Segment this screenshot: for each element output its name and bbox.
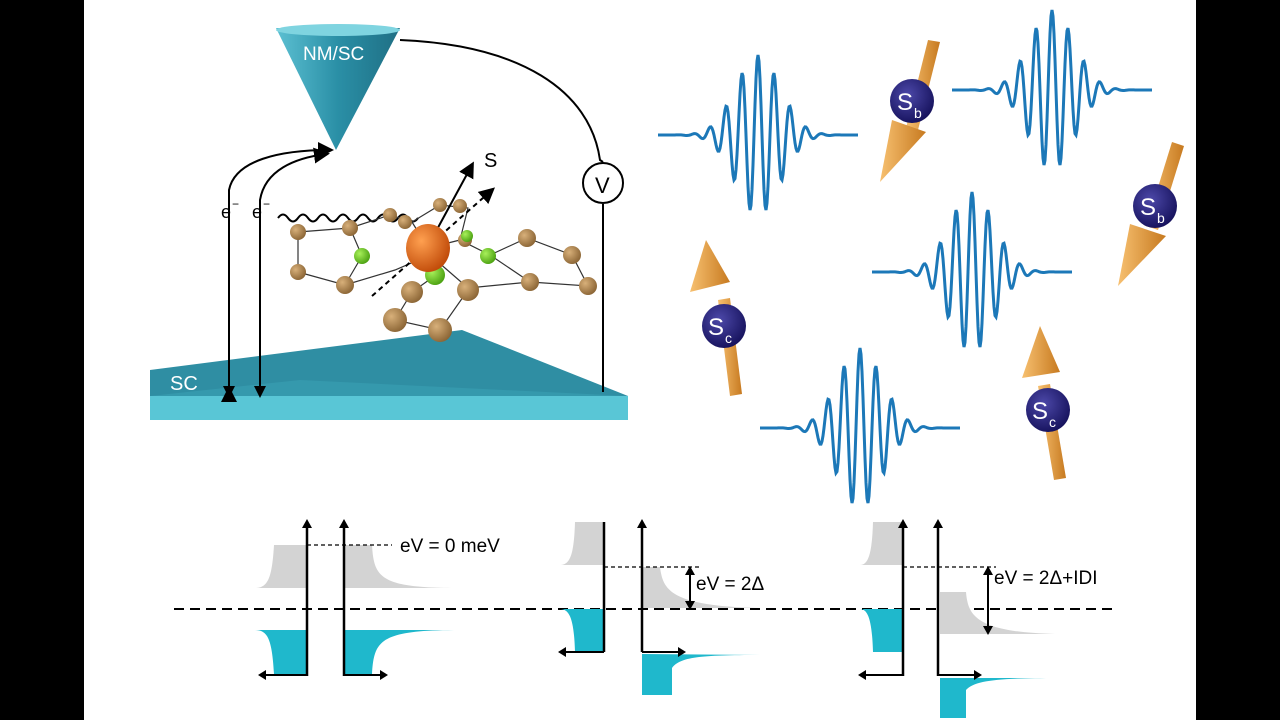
arrow-head-down-2 <box>254 386 266 398</box>
spin-arrow-head <box>1118 224 1166 286</box>
tip-top <box>276 24 400 36</box>
substrate-label: SC <box>170 373 198 395</box>
spin-arrow-head <box>1022 326 1060 378</box>
tip-label: NM/SC <box>303 44 364 65</box>
dos-cyan-left <box>188 630 307 674</box>
arrow-head-down-1 <box>223 386 235 398</box>
spin-label-main: S <box>1032 398 1048 425</box>
energy-diagram-2: eV = 2Δ <box>488 519 764 695</box>
dos-cyan-right <box>344 630 460 674</box>
spin-b-top: S b <box>880 40 940 182</box>
wave-packet <box>872 191 1072 348</box>
stm-panel: SC NM/SC V e − e − S <box>150 24 628 420</box>
energy-diagram-3: eV = 2Δ+IDI <box>800 519 1098 718</box>
wave-packets <box>658 9 1152 504</box>
spin-arrow-head <box>880 120 926 182</box>
spin-b-right: S b <box>1118 142 1184 286</box>
spin-label-sub: b <box>1157 210 1165 226</box>
wave-packet <box>952 9 1152 166</box>
electron-path-2 <box>259 147 330 390</box>
energy-label-3: eV = 2Δ+IDI <box>994 568 1098 589</box>
electron-label-1: e <box>221 202 231 222</box>
voltmeter-label: V <box>595 173 610 198</box>
spin-label-sub: b <box>914 105 922 121</box>
spin-label: S <box>484 150 497 172</box>
dos-grey-right <box>344 545 460 588</box>
energy-diagram-1: eV = 0 meV <box>188 519 500 680</box>
energy-label-1: eV = 0 meV <box>400 536 500 557</box>
substrate-front <box>150 396 628 420</box>
dos-grey-left <box>188 545 307 588</box>
spin-label-main: S <box>708 314 724 341</box>
spin-c-left: S c <box>690 240 746 396</box>
spin-label-main: S <box>897 89 913 116</box>
energy-panel: eV = 0 meV eV = 2Δ <box>174 519 1118 718</box>
spin-arrow-head <box>690 240 730 292</box>
spin-label-sub: c <box>1049 414 1056 430</box>
electron-sup-1: − <box>232 197 239 211</box>
circuit-wire <box>399 39 604 163</box>
electron-path-1 <box>221 142 334 402</box>
wave-packet <box>760 347 960 504</box>
tip-cone <box>276 28 400 150</box>
spin-label-sub: c <box>725 330 732 346</box>
voltmeter <box>582 162 624 204</box>
metal-center <box>406 224 450 272</box>
wavy-line <box>277 213 419 223</box>
electron-label-2: e <box>252 202 262 222</box>
wave-packet <box>658 54 858 211</box>
spin-wave-panel: S b S b S c S c <box>658 9 1184 504</box>
electron-sup-2: − <box>263 197 270 211</box>
spin-c-right: S c <box>1022 326 1070 480</box>
spin-label-main: S <box>1140 194 1156 221</box>
molecule-atoms <box>290 198 597 342</box>
energy-label-2: eV = 2Δ <box>696 574 764 595</box>
